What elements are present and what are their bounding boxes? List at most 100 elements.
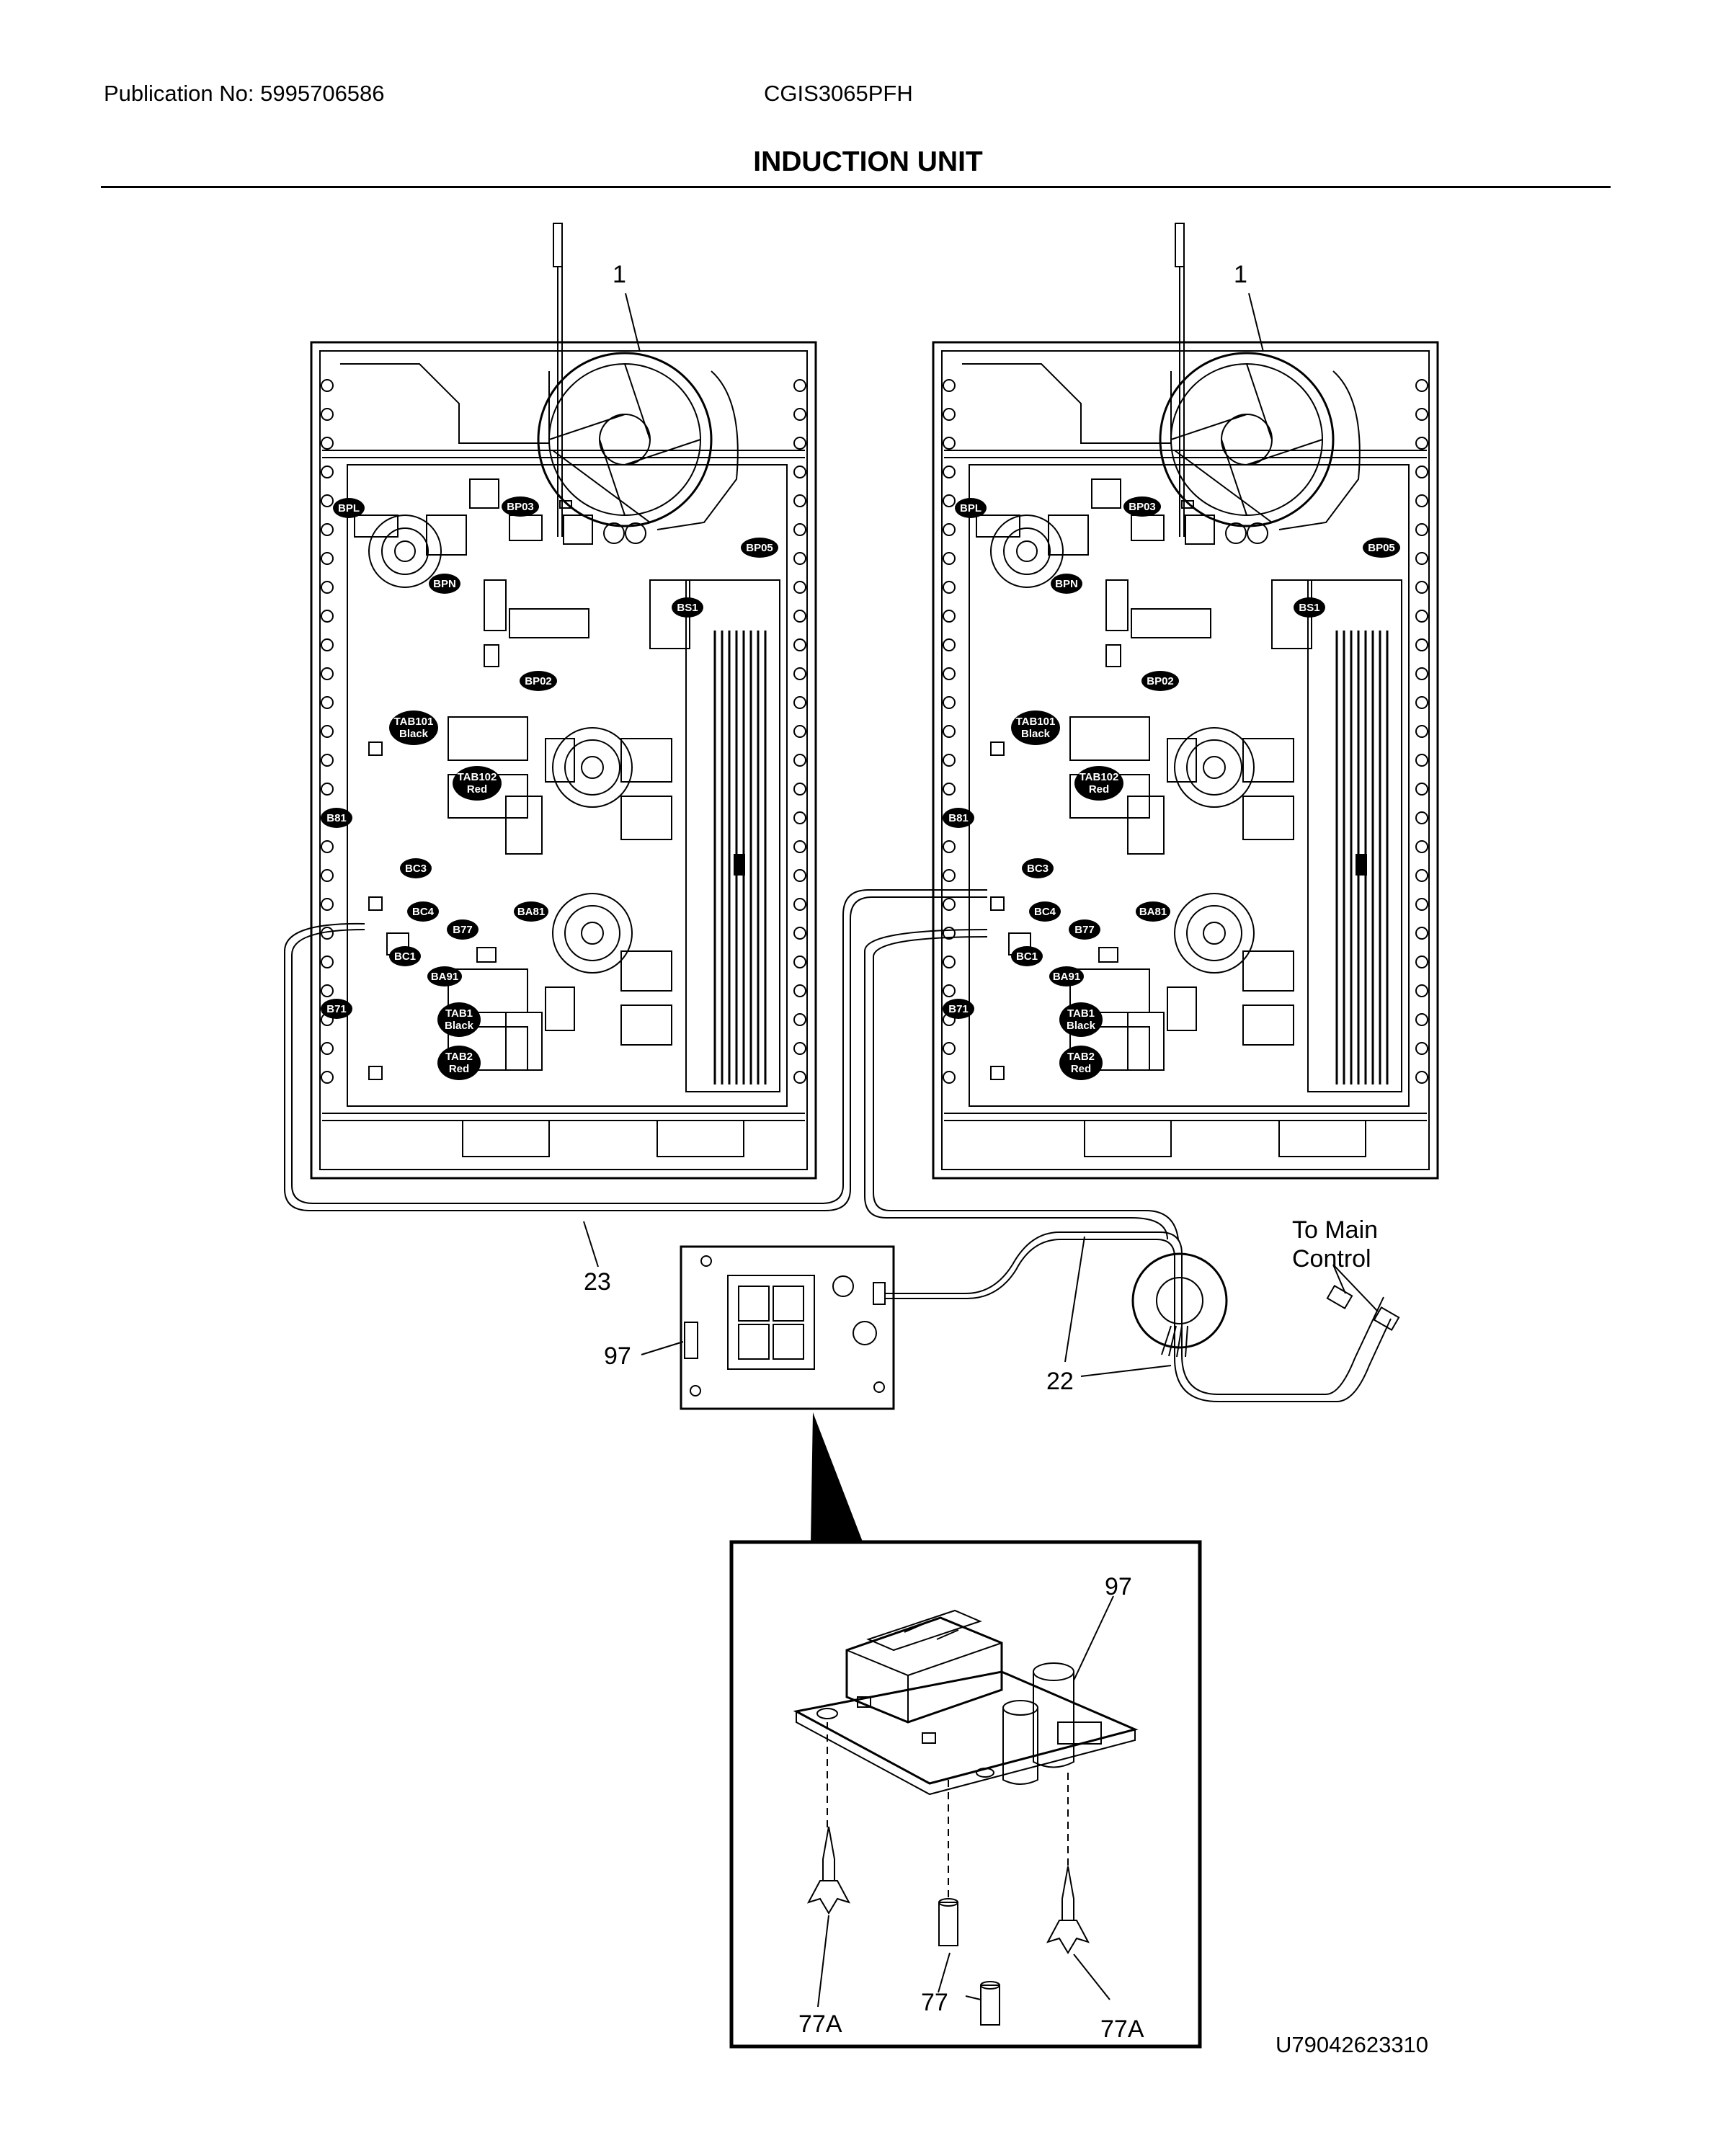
- detail-box: [729, 1540, 1202, 2049]
- tag-ba91-oval: [427, 966, 462, 986]
- tag-label-ba81: BA81: [517, 906, 545, 918]
- callout-part-77: 77: [921, 1989, 948, 2016]
- figure-id: U79042623310: [1276, 2032, 1429, 2057]
- tag-b71-oval: [943, 999, 974, 1019]
- tag-label-b81: B81: [326, 812, 347, 824]
- tag-bpn-oval: [429, 574, 460, 594]
- tag-label-tab2-1: TAB2: [445, 1051, 473, 1063]
- connector-main-2: [1373, 1306, 1400, 1332]
- detail-callout-part-97: 97: [1105, 1573, 1132, 1600]
- tag-label-bc3: BC3: [1027, 863, 1049, 875]
- tag-tab101-oval: [389, 710, 438, 745]
- standoff-77-bottom: [980, 1981, 1000, 2026]
- standoff-77a-left: [806, 1826, 851, 1915]
- tag-b77-oval: [1069, 919, 1100, 940]
- ferrite-core: [1131, 1252, 1228, 1349]
- leader-part-1-left: [625, 293, 641, 352]
- tag-label-tab101-2: Black: [399, 728, 429, 740]
- to-main-control-line1: To Main: [1292, 1216, 1378, 1244]
- callout-part-22: 22: [1046, 1368, 1074, 1395]
- harness-22: [885, 1231, 1384, 1395]
- tag-label-tab1-2: Black: [445, 1020, 474, 1032]
- model-number: CGIS3065PFH: [764, 81, 913, 106]
- tag-label-tab101-2: Black: [1021, 728, 1051, 740]
- sensor-lead-left: [553, 223, 563, 537]
- leader-part-1-right: [1248, 293, 1264, 352]
- tag-tab1-oval: [437, 1002, 481, 1037]
- tag-label-bp05: BP05: [746, 542, 773, 554]
- tag-bc1-oval: [389, 946, 421, 966]
- publication-number: Publication No: 5995706586: [104, 81, 385, 106]
- tag-label-bp03: BP03: [1129, 501, 1156, 513]
- tag-ba91-oval: [1049, 966, 1084, 986]
- induction-board-left: [310, 341, 817, 1180]
- callout-part-1-left: 1: [613, 261, 626, 288]
- tag-label-bs1: BS1: [1299, 602, 1319, 614]
- tag-label-bpn: BPN: [433, 578, 456, 590]
- leader-part-23: [583, 1221, 599, 1268]
- tag-label-ba91: BA91: [431, 971, 458, 983]
- tag-ba81-oval: [1136, 901, 1170, 922]
- callout-part-77a-right: 77A: [1100, 2015, 1144, 2043]
- tag-label-b71: B71: [326, 1003, 347, 1015]
- tag-bc1-oval: [1011, 946, 1043, 966]
- tag-label-bc4: BC4: [1034, 906, 1056, 918]
- tag-tab1-oval: [1059, 1002, 1103, 1037]
- tag-bp05-oval: [1363, 538, 1400, 558]
- leader-part-22: [1064, 1236, 1085, 1363]
- tag-label-bc4: BC4: [412, 906, 435, 918]
- tag-label-ba81: BA81: [1139, 906, 1167, 918]
- tag-label-tab101-1: TAB101: [394, 716, 434, 728]
- tag-label-tab1-1: TAB1: [445, 1007, 473, 1020]
- tag-label-tab102-2: Red: [467, 783, 487, 796]
- tag-label-tab1-2: Black: [1067, 1020, 1096, 1032]
- page-title: INDUCTION UNIT: [753, 146, 983, 177]
- standoff-77a-right: [1046, 1866, 1090, 1954]
- tag-label-bpn: BPN: [1055, 578, 1078, 590]
- sensor-lead-right: [1175, 223, 1185, 537]
- tag-bp02-oval: [1141, 671, 1179, 691]
- tag-label-b81: B81: [948, 812, 969, 824]
- tag-label-ba91: BA91: [1053, 971, 1080, 983]
- tag-bc3-oval: [400, 858, 432, 878]
- tag-label-tab1-1: TAB1: [1067, 1007, 1095, 1020]
- tag-label-b77: B77: [453, 924, 473, 936]
- standoff-77: [938, 1898, 958, 1946]
- tag-tab2-oval: [1059, 1046, 1103, 1080]
- connector-main-1: [1326, 1284, 1353, 1310]
- tag-label-b71: B71: [948, 1003, 969, 1015]
- tag-label-bpl: BPL: [960, 502, 981, 514]
- tag-bpl-oval: [955, 498, 987, 518]
- detail-pointer: [811, 1412, 863, 1544]
- tag-b81-oval: [321, 808, 352, 828]
- tag-bp05-oval: [741, 538, 778, 558]
- tag-ba81-oval: [514, 901, 548, 922]
- tag-label-bp02: BP02: [525, 675, 552, 687]
- tag-label-tab101-1: TAB101: [1016, 716, 1056, 728]
- tag-label-bp03: BP03: [507, 501, 534, 513]
- callout-part-97: 97: [604, 1342, 631, 1370]
- tag-label-b77: B77: [1074, 924, 1095, 936]
- tag-label-tab102-1: TAB102: [1080, 771, 1119, 783]
- tag-tab2-oval: [437, 1046, 481, 1080]
- tag-b81-oval: [943, 808, 974, 828]
- tag-label-tab2-1: TAB2: [1067, 1051, 1095, 1063]
- induction-board-right: [932, 341, 1439, 1180]
- tag-tab102-oval: [1074, 766, 1123, 801]
- tag-label-bp05: BP05: [1368, 542, 1395, 554]
- callout-part-1-right: 1: [1234, 261, 1247, 288]
- tag-bs1-oval: [672, 597, 703, 618]
- tag-b71-oval: [321, 999, 352, 1019]
- tag-label-bp02: BP02: [1147, 675, 1174, 687]
- callout-part-77a-left: 77A: [798, 2010, 842, 2038]
- tag-bp02-oval: [520, 671, 557, 691]
- tag-label-bpl: BPL: [338, 502, 360, 514]
- tag-bpn-oval: [1051, 574, 1082, 594]
- tag-bp03-oval: [1123, 496, 1161, 517]
- tag-label-bc1: BC1: [1016, 950, 1038, 963]
- tag-b77-oval: [447, 919, 478, 940]
- tag-label-tab102-2: Red: [1089, 783, 1109, 796]
